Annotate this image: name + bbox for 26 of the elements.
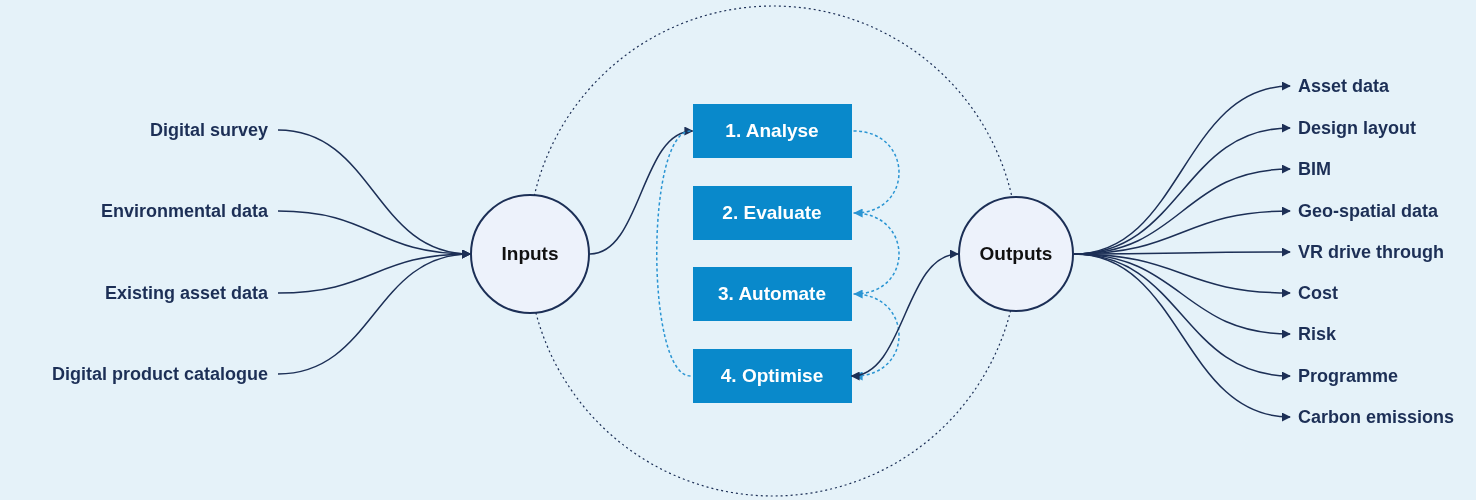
hub-circle: Outputs [958, 196, 1074, 312]
output-label: BIM [1298, 158, 1331, 180]
output-label: VR drive through [1298, 241, 1444, 263]
output-label: Carbon emissions [1298, 406, 1455, 428]
step-box: 2. Evaluate [692, 186, 852, 240]
step-box: 4. Optimise [692, 349, 852, 403]
output-label: Cost [1298, 282, 1338, 304]
connector-line [656, 130, 692, 377]
output-label: Programme [1298, 365, 1399, 387]
arrow [852, 130, 900, 217]
arrow [852, 293, 900, 380]
hub-circle: Inputs [470, 194, 590, 314]
output-label: Risk [1298, 323, 1337, 345]
output-label: Geo-spatial data [1298, 200, 1439, 222]
arrow [277, 250, 471, 375]
step-box: 1. Analyse [692, 104, 852, 158]
arrow [589, 128, 694, 255]
arrow [852, 212, 900, 298]
output-label: Asset data [1298, 75, 1390, 97]
input-label: Digital product catalogue [51, 363, 268, 385]
input-label: Environmental data [100, 200, 268, 222]
input-label: Existing asset data [104, 282, 268, 304]
arrow [850, 251, 959, 379]
input-label: Digital survey [149, 119, 268, 141]
step-box: 3. Automate [692, 267, 852, 321]
output-label: Design layout [1298, 117, 1417, 139]
